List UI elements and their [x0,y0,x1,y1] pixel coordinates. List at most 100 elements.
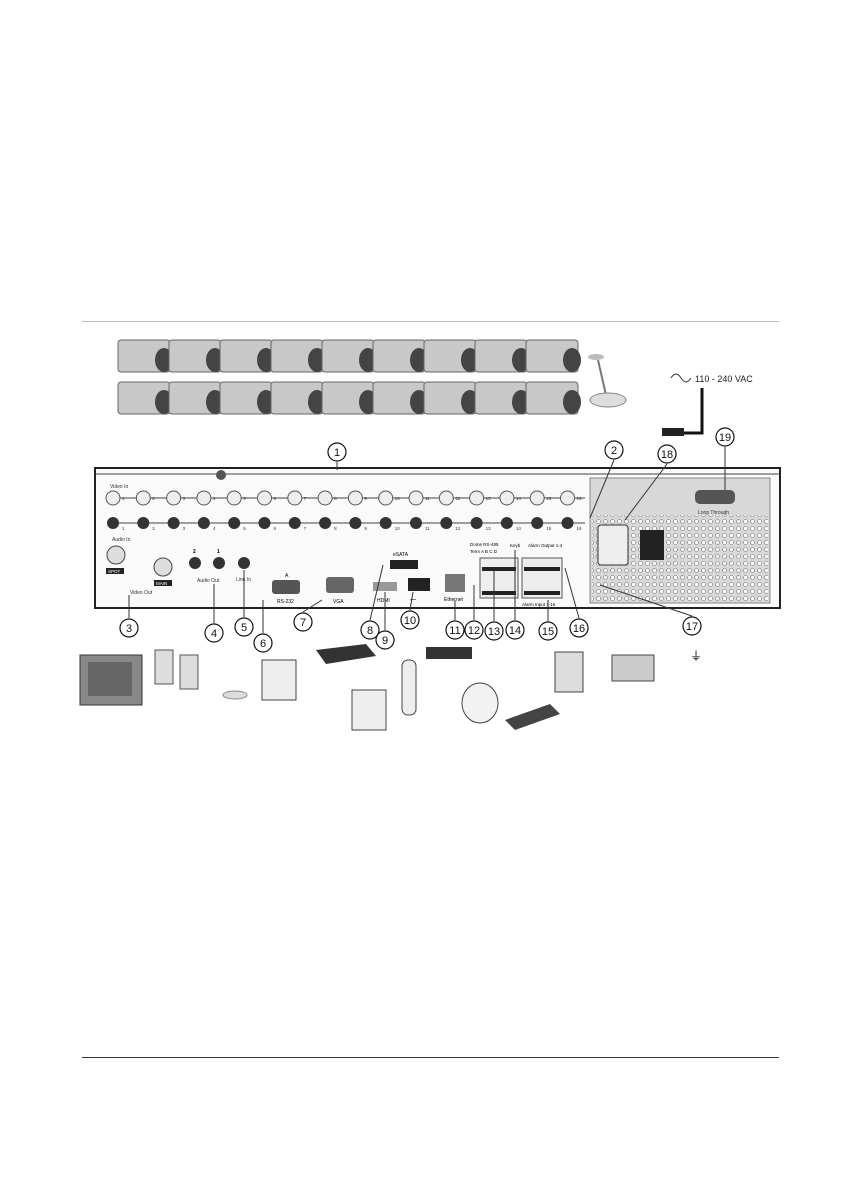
video-in-connector[interactable] [287,490,303,506]
camera-icon [372,381,428,415]
audio-in-channel-label: 16 [577,526,583,531]
video-in-connector[interactable] [529,490,545,506]
audio-in-channel-label: 2 [152,526,155,531]
usb-icon: ⭠ [410,595,417,604]
power-inlet-icon [597,524,629,566]
audio-out-2-jack[interactable] [189,557,201,569]
video-in-connector[interactable] [135,490,151,506]
video-in-channel-label: 4 [213,496,216,501]
audio-in-channel-label: 8 [334,526,337,531]
usb-port[interactable] [408,578,430,591]
video-in-channel-label: 5 [243,496,246,501]
loop-through-connector[interactable] [695,490,735,504]
camera-icon [117,339,173,373]
callout-circle [657,444,677,464]
spot-bnc-connector[interactable] [106,545,126,565]
keyb-label: Keyb [510,543,521,548]
callout-number: 10 [404,615,416,627]
hdmi-label: HDMI [377,598,390,604]
main-label: MAIN [156,581,167,586]
alarm-input-label: Alarm Input 1-16 [522,602,556,607]
callout-number: 5 [241,622,247,634]
audio-in-jack[interactable] [197,517,210,529]
usb-stick-device [401,659,417,716]
camera-icon [321,339,377,373]
callout-circle [682,616,702,636]
video-in-connector[interactable] [499,490,515,506]
video-in-connector[interactable] [378,490,394,506]
ethernet-label: Ethernet [444,597,464,603]
callout-number: 1 [334,447,340,459]
audio-in-channel-label: 9 [364,526,367,531]
callout-number: 6 [260,638,266,650]
video-in-connector[interactable] [438,490,454,506]
callout-circle [293,612,313,632]
video-in-connector[interactable] [560,490,575,506]
audio-in-jack[interactable] [107,517,119,529]
video-in-connector[interactable] [105,490,121,506]
callout-circle [119,618,139,638]
vga-port[interactable] [326,577,354,593]
audio-in-jack[interactable] [379,517,392,529]
video-in-channel-label: 14 [516,496,522,501]
audio-in-channel-label: 4 [213,526,216,531]
audio-in-jack[interactable] [531,517,544,529]
audio-in-jack[interactable] [288,517,301,529]
audio-in-jack[interactable] [500,517,513,529]
camera-icon [168,339,224,373]
audio-in-jack[interactable] [319,517,332,529]
video-in-connector[interactable] [408,490,424,506]
esata-label: eSATA [393,552,409,558]
hdmi-port[interactable] [373,582,397,591]
screw-icon [216,470,226,480]
audio-in-jack[interactable] [470,517,483,529]
camera-icon [270,339,326,373]
callout-number: 8 [367,625,373,637]
audio-out-1-jack[interactable] [213,557,225,569]
audio-in-channel-label: 6 [274,526,277,531]
audio-in-jack[interactable] [410,517,422,529]
audio-in-jack[interactable] [167,517,180,529]
video-in-channel-label: 10 [395,496,401,501]
esata-port[interactable] [390,560,418,569]
audio-in-jack[interactable] [137,517,150,529]
callout-leader-line [369,564,384,621]
pc-monitor-rs232 [261,659,297,701]
audio-in-jack[interactable] [561,517,574,529]
callout-leader-line [564,567,580,619]
audio-in-jack[interactable] [228,517,241,529]
camera-icon [423,339,479,373]
main-bnc-connector[interactable] [153,557,173,577]
line-in-jack[interactable] [238,557,250,569]
audio-in-jack[interactable] [258,517,271,529]
video-in-connector[interactable] [257,490,272,506]
video-in-connector[interactable] [196,490,212,506]
video-in-channel-label: 16 [577,496,583,501]
callout-circle [715,427,735,447]
video-in-connector[interactable] [317,490,333,506]
video-in-connector[interactable] [347,490,363,506]
camera-icon [474,339,530,373]
callout-leader-line [302,599,323,613]
callout-number: 12 [468,625,480,637]
audio-out-1-label: 1 [217,549,220,555]
video-in-channel-label: 2 [152,496,155,501]
audio-in-jack[interactable] [440,517,453,529]
power-switch[interactable] [640,530,664,560]
callout-number: 15 [542,626,554,638]
video-in-connector[interactable] [166,490,182,506]
video-in-label: Video In [110,484,128,490]
ground-icon: ⏚ [690,649,702,663]
camera-icon [219,381,275,415]
video-in-connector[interactable] [226,490,242,506]
power-cord [682,388,704,435]
audio-in-jack[interactable] [349,517,362,529]
callout-circle [445,620,465,640]
ethernet-port[interactable] [445,574,465,592]
rs232-port[interactable] [272,580,300,594]
video-in-connector[interactable] [469,490,485,506]
vga-label: VGA [333,599,344,605]
